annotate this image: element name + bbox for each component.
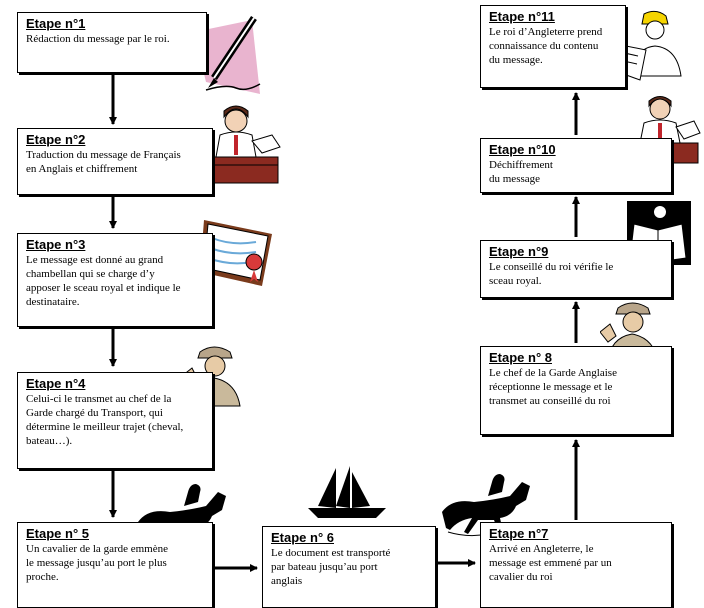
step-9-title: Etape n°9 — [489, 244, 549, 259]
step-8-text: Le chef de la Garde Anglaise réceptionne… — [489, 367, 617, 407]
step-4-text: Celui-ci le transmet au chef de la Garde… — [26, 393, 184, 447]
step-10-box: Etape n°10 Déchiffrement du message — [480, 138, 672, 193]
step-8-title: Etape n° 8 — [489, 350, 552, 365]
step-3-text: Le message est donné au grand chambellan… — [26, 254, 181, 308]
step-6-box: Etape n° 6 Le document est transporté pa… — [262, 526, 436, 608]
step-4-box: Etape n°4 Celui-ci le transmet au chef d… — [17, 372, 213, 469]
step-9-text: Le conseillé du roi vérifie le sceau roy… — [489, 261, 614, 287]
sealed-document-icon — [200, 220, 272, 286]
step-10-title: Etape n°10 — [489, 142, 556, 157]
step-6-title: Etape n° 6 — [271, 530, 334, 545]
sailing-ship-icon — [308, 466, 386, 518]
step-1-text: Rédaction du message par le roi. — [26, 33, 170, 45]
step-5-box: Etape n° 5 Un cavalier de la garde emmèn… — [17, 522, 213, 608]
step-4-title: Etape n°4 — [26, 376, 86, 391]
step-1-box: Etape n°1 Rédaction du message par le ro… — [17, 12, 207, 73]
english-king-reading-icon — [615, 10, 682, 81]
step-11-box: Etape n°11 Le roi d’Angleterre prend con… — [480, 5, 626, 88]
step-5-text: Un cavalier de la garde emmène le messag… — [26, 543, 169, 583]
step-11-text: Le roi d’Angleterre prend connaissance d… — [489, 26, 603, 66]
step-7-title: Etape n°7 — [489, 526, 549, 541]
quill-pen-icon — [194, 16, 261, 94]
step-5-title: Etape n° 5 — [26, 526, 89, 541]
step-7-box: Etape n°7 Arrivé en Angleterre, le messa… — [480, 522, 672, 608]
step-3-title: Etape n°3 — [26, 237, 86, 252]
step-6-text: Le document est transporté par bateau ju… — [271, 547, 391, 587]
step-2-box: Etape n°2 Traduction du message de Franç… — [17, 128, 213, 195]
scribe-writing-icon — [209, 105, 281, 184]
step-10-text: Déchiffrement du message — [489, 159, 553, 185]
step-1-title: Etape n°1 — [26, 16, 86, 31]
step-2-text: Traduction du message de Français en Ang… — [26, 149, 181, 175]
step-9-box: Etape n°9 Le conseillé du roi vérifie le… — [480, 240, 672, 298]
step-2-title: Etape n°2 — [26, 132, 86, 147]
step-7-text: Arrivé en Angleterre, le message est emm… — [489, 543, 612, 583]
step-11-title: Etape n°11 — [489, 9, 555, 24]
step-3-box: Etape n°3 Le message est donné au grand … — [17, 233, 213, 327]
step-8-box: Etape n° 8 Le chef de la Garde Anglaise … — [480, 346, 672, 435]
